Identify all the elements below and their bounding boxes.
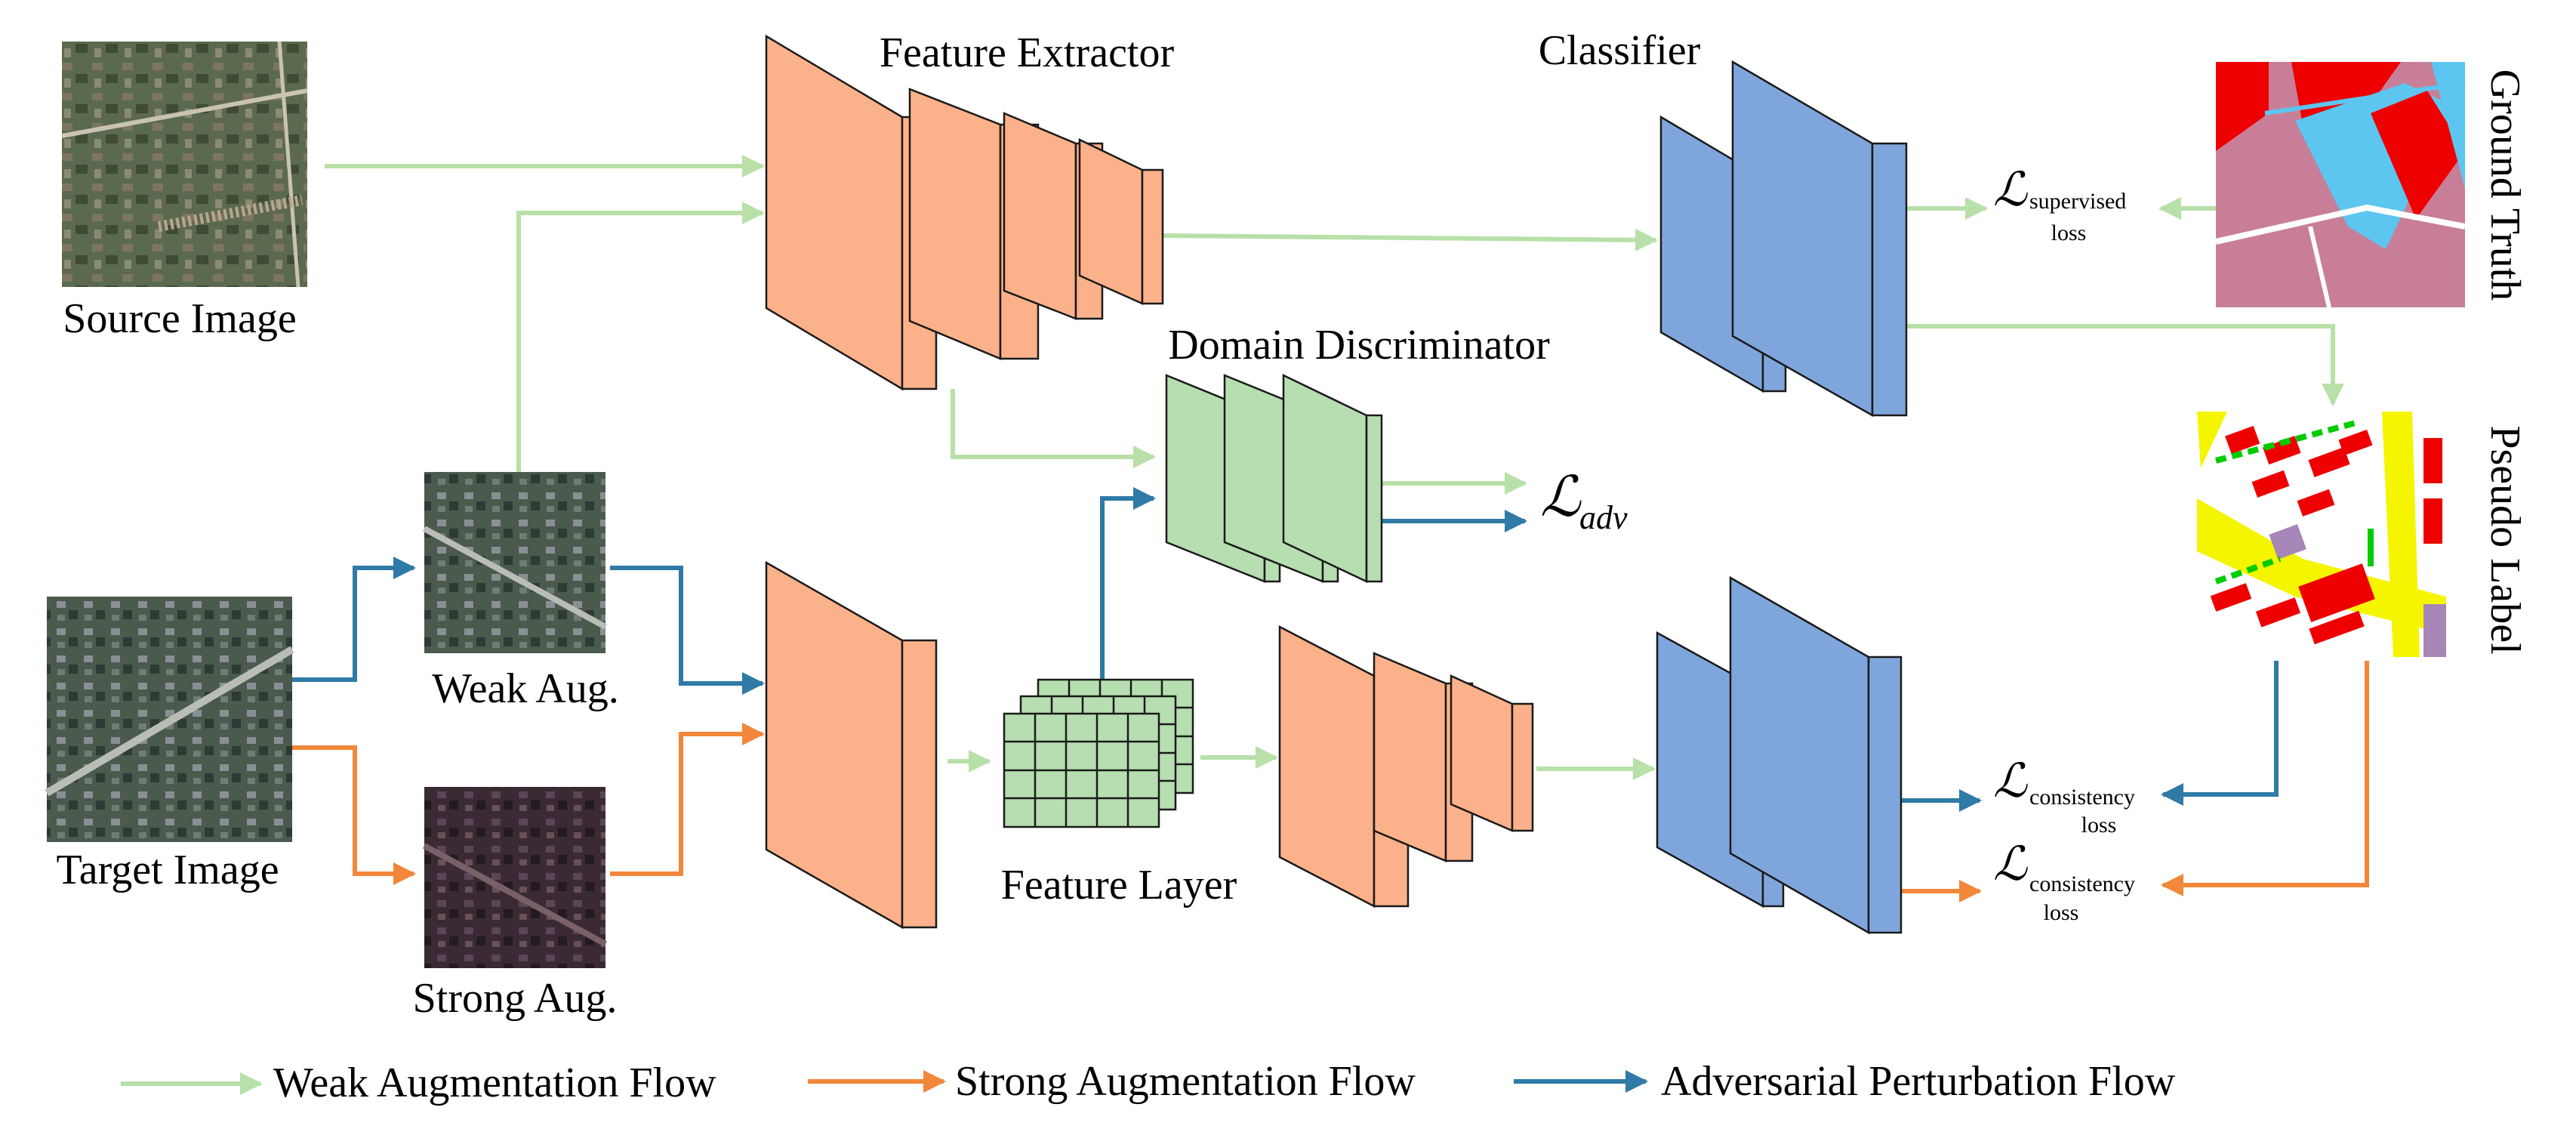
arrow-extractor-to-classifier: [1162, 228, 1658, 251]
loss-consistency-strong: ℒ consistency loss: [1993, 839, 2135, 925]
feature-grid-front: [1003, 712, 1160, 828]
feature-extractor-bottom: [765, 560, 938, 930]
feature-layer: [1003, 678, 1194, 828]
extractor2-block-3: [1450, 674, 1534, 832]
loss-supervised: ℒ supervised loss: [1993, 165, 2126, 245]
arrow-target-to-strongaug: [291, 745, 416, 885]
legend-weak-label: Weak Augmentation Flow: [273, 1060, 716, 1106]
arrow-pseudo-to-consistency-weak: [2161, 661, 2279, 806]
loss-consistency-weak-sub-bottom: loss: [2081, 813, 2117, 837]
ground-truth-map: [2215, 62, 2466, 308]
legend-strong: Strong Augmentation Flow: [808, 1058, 1416, 1105]
discriminator-block-3: [1282, 374, 1383, 583]
feature-extractor-top: [765, 34, 1164, 391]
classifier-block-2: [1731, 60, 1908, 418]
arrow-target-to-weakaug: [291, 557, 416, 682]
loss-adv-sub: adv: [1579, 499, 1628, 536]
weak-flow-arrows: [325, 155, 2344, 780]
loss-consistency-strong-sub-bottom: loss: [2044, 900, 2079, 925]
loss-symbol: ℒ: [1993, 756, 2028, 807]
ground-truth-label: Ground Truth: [2482, 69, 2528, 301]
arrow-pseudo-to-consistency-strong: [2161, 661, 2369, 896]
classifier-label: Classifier: [1539, 27, 1701, 74]
weak-aug-image: [423, 472, 607, 653]
arrow-strongaug-to-extractor: [610, 723, 765, 876]
loss-consistency-strong-sub-top: consistency: [2029, 871, 2135, 896]
feature-extractor-label: Feature Extractor: [880, 29, 1175, 76]
pseudo-label-map: [2197, 412, 2446, 657]
arrow-classifier-to-pseudo: [1906, 324, 2344, 406]
loss-supervised-sub-bottom: loss: [2051, 221, 2087, 245]
arrow-weakaug-to-extractor2: [610, 566, 765, 695]
loss-symbol: ℒ: [1993, 839, 2028, 890]
strong-aug-image: [423, 787, 607, 968]
target-image-label: Target Image: [56, 847, 279, 893]
loss-symbol: ℒ: [1993, 165, 2028, 216]
classifier-bottom: [1656, 575, 1903, 935]
domain-discriminator: [1165, 374, 1383, 583]
weak-aug-label: Weak Aug.: [432, 665, 618, 712]
legend-weak: Weak Augmentation Flow: [121, 1060, 716, 1106]
arrow-featurelayer-to-discriminator: [1100, 487, 1156, 683]
target-image: [45, 597, 294, 842]
extractor-block-4: [1078, 138, 1164, 305]
classifier-top: [1659, 60, 1908, 418]
feature-layer-label: Feature Layer: [1001, 862, 1237, 908]
source-image: [61, 41, 308, 288]
loss-symbol: ℒ: [1540, 467, 1582, 529]
loss-consistency-weak: ℒ consistency loss: [1993, 756, 2135, 837]
adversarial-flow-arrows: [291, 487, 2279, 812]
legend-strong-label: Strong Augmentation Flow: [955, 1058, 1416, 1105]
strong-flow-arrows: [291, 661, 2369, 902]
strong-aug-label: Strong Aug.: [413, 975, 618, 1022]
loss-consistency-weak-sub-top: consistency: [2029, 785, 2135, 810]
legend: Weak Augmentation Flow Strong Augmentati…: [121, 1058, 2176, 1106]
source-image-label: Source Image: [63, 295, 296, 342]
legend-adversarial: Adversarial Perturbation Flow: [1514, 1058, 2176, 1105]
domain-discriminator-label: Domain Discriminator: [1168, 322, 1550, 369]
legend-adversarial-label: Adversarial Perturbation Flow: [1661, 1058, 2176, 1105]
feature-extractor-bottom-2: [1278, 625, 1534, 908]
arrow-weakaug-to-extractor: [516, 202, 765, 472]
classifier2-block-2: [1729, 575, 1903, 935]
loss-adv: ℒ adv: [1540, 467, 1628, 536]
arrow-extractor-to-discriminator: [951, 389, 1156, 468]
loss-supervised-sub-top: supervised: [2029, 189, 2126, 214]
pseudo-label-label: Pseudo Label: [2482, 425, 2528, 654]
